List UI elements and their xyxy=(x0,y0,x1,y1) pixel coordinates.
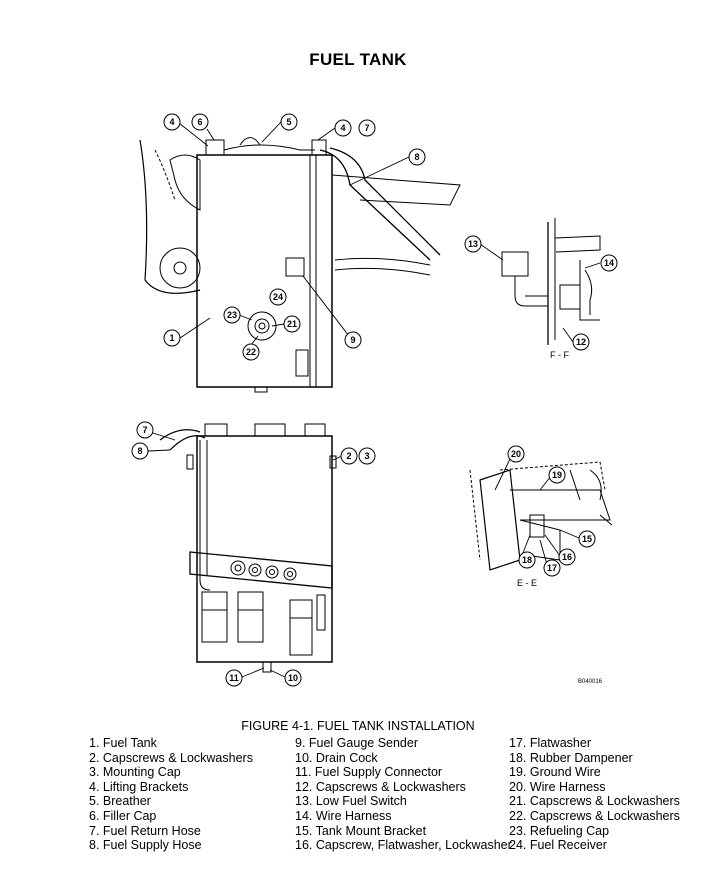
callout-17: 17 xyxy=(543,559,561,577)
callout-15: 15 xyxy=(578,530,596,548)
svg-text:5: 5 xyxy=(286,117,291,127)
svg-text:8: 8 xyxy=(414,152,419,162)
callout-16: 16 xyxy=(558,548,576,566)
svg-text:22: 22 xyxy=(246,347,256,357)
svg-text:15: 15 xyxy=(582,534,592,544)
callout-14: 14 xyxy=(600,254,618,272)
svg-text:24: 24 xyxy=(273,292,283,302)
legend-item: 23. Refueling Cap xyxy=(509,823,610,838)
legend-item: 18. Rubber Dampener xyxy=(509,750,633,765)
callout-9: 9 xyxy=(344,331,362,349)
callout-12: 12 xyxy=(572,333,590,351)
callout-23: 23 xyxy=(223,306,241,324)
callout-2: 2 xyxy=(340,447,358,465)
svg-text:23: 23 xyxy=(227,310,237,320)
svg-text:10: 10 xyxy=(288,673,298,683)
callout-6: 6 xyxy=(191,113,209,131)
legend-item: 16. Capscrew, Flatwasher, Lockwasher xyxy=(295,838,512,853)
leader-lines xyxy=(147,121,601,678)
legend-column-2: 9. Fuel Gauge Sender 10. Drain Cock 11. … xyxy=(295,736,512,853)
callout-19: 19 xyxy=(548,466,566,484)
svg-text:7: 7 xyxy=(142,425,147,435)
svg-text:19: 19 xyxy=(552,470,562,480)
svg-text:1: 1 xyxy=(169,333,174,343)
svg-text:16: 16 xyxy=(562,552,572,562)
legend-item: 15. Tank Mount Bracket xyxy=(295,823,427,838)
callout-18: 18 xyxy=(518,551,536,569)
callout-3: 3 xyxy=(358,447,376,465)
svg-text:11: 11 xyxy=(229,673,239,683)
view-label-ff: F - F xyxy=(550,350,569,360)
callout-7-top: 7 xyxy=(358,119,376,137)
legend-item: 13. Low Fuel Switch xyxy=(295,794,407,809)
svg-text:4: 4 xyxy=(340,123,345,133)
legend-item: 5. Breather xyxy=(89,794,151,809)
callout-bubbles: 4 6 5 4 7 8 13 14 12 1 23 24 21 22 9 7 8… xyxy=(131,113,618,687)
detail-ee xyxy=(469,461,613,571)
legend-item: 11. Fuel Supply Connector xyxy=(295,765,443,780)
svg-text:7: 7 xyxy=(364,123,369,133)
legend-item: 24. Fuel Receiver xyxy=(509,838,607,853)
callout-4-top-right: 4 xyxy=(334,119,352,137)
legend-item: 22. Capscrews & Lockwashers xyxy=(509,808,680,823)
svg-text:12: 12 xyxy=(576,337,586,347)
callout-5: 5 xyxy=(280,113,298,131)
callout-22: 22 xyxy=(242,343,260,361)
svg-text:14: 14 xyxy=(604,258,614,268)
legend-item: 20. Wire Harness xyxy=(509,779,606,794)
legend-item: 21. Capscrews & Lockwashers xyxy=(509,794,680,809)
detail-ff xyxy=(501,218,601,345)
legend-item: 4. Lifting Brackets xyxy=(89,779,189,794)
svg-text:3: 3 xyxy=(364,451,369,461)
svg-text:13: 13 xyxy=(468,239,478,249)
svg-text:18: 18 xyxy=(522,555,532,565)
legend-item: 14. Wire Harness xyxy=(295,808,392,823)
callout-7-bottom: 7 xyxy=(136,421,154,439)
legend-item: 2. Capscrews & Lockwashers xyxy=(89,750,253,765)
figure-caption: FIGURE 4-1. FUEL TANK INSTALLATION xyxy=(241,719,475,733)
callout-8-top: 8 xyxy=(408,148,426,166)
callout-11: 11 xyxy=(225,669,243,687)
bottom-view xyxy=(159,423,337,673)
legend-item: 9. Fuel Gauge Sender xyxy=(295,736,418,750)
svg-text:17: 17 xyxy=(547,563,557,573)
legend-item: 6. Filler Cap xyxy=(89,808,157,823)
svg-text:21: 21 xyxy=(287,319,297,329)
legend-item: 17. Flatwasher xyxy=(509,736,591,750)
legend-column-3: 17. Flatwasher 18. Rubber Dampener 19. G… xyxy=(509,736,680,853)
svg-text:2: 2 xyxy=(346,451,351,461)
drawing-code: B040016 xyxy=(578,679,603,685)
callout-24: 24 xyxy=(269,288,287,306)
callout-1: 1 xyxy=(163,329,181,347)
legend-item: 7. Fuel Return Hose xyxy=(89,823,201,838)
legend-item: 12. Capscrews & Lockwashers xyxy=(295,779,466,794)
legend-item: 10. Drain Cock xyxy=(295,750,378,765)
legend-item: 3. Mounting Cap xyxy=(89,765,181,780)
callout-21: 21 xyxy=(283,315,301,333)
svg-text:8: 8 xyxy=(137,446,142,456)
svg-text:6: 6 xyxy=(197,117,202,127)
top-view xyxy=(139,137,461,393)
callout-4-top-left: 4 xyxy=(163,113,181,131)
svg-text:9: 9 xyxy=(350,335,355,345)
svg-text:20: 20 xyxy=(511,449,521,459)
callout-10: 10 xyxy=(284,669,302,687)
legend-item: 19. Ground Wire xyxy=(509,765,601,780)
callout-8-bottom: 8 xyxy=(131,442,149,460)
view-label-ee: E - E xyxy=(517,578,537,588)
legend-column-1: 1. Fuel Tank 2. Capscrews & Lockwashers … xyxy=(89,736,253,853)
legend-item: 1. Fuel Tank xyxy=(89,736,157,750)
page-title: FUEL TANK xyxy=(309,50,407,69)
svg-text:4: 4 xyxy=(169,117,174,127)
callout-13: 13 xyxy=(464,235,482,253)
legend-item: 8. Fuel Supply Hose xyxy=(89,838,202,853)
callout-20: 20 xyxy=(507,445,525,463)
